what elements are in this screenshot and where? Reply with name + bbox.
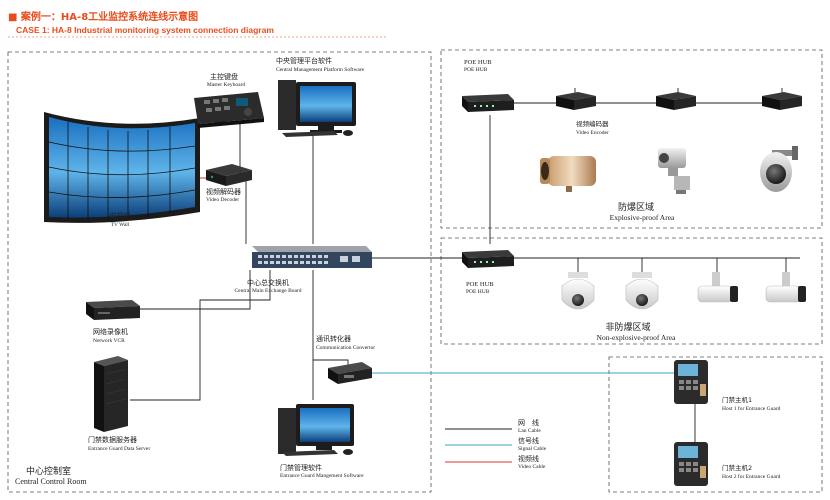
comm-convertor-label-cn: 通讯转化器 xyxy=(316,334,351,343)
dome-camera-icon xyxy=(625,272,659,310)
video-encoder-label-cn: 视频编码器 xyxy=(576,119,609,128)
video-encoder-icon xyxy=(762,92,802,110)
explosive-area-label-cn: 防爆区域 xyxy=(618,201,654,213)
non-explosive-area-label-cn: 非防爆区域 xyxy=(605,321,650,333)
entrance-guard-host-1-icon xyxy=(674,360,708,404)
host-1-label-en: Host 1 for Entrance Guard xyxy=(722,405,781,412)
guard-software-label-cn: 门禁管理软件 xyxy=(280,463,322,472)
video-encoder-icon xyxy=(556,92,596,110)
host-2-label-en: Host 2 for Entrance Guard xyxy=(722,473,781,480)
explosive-proof-zone xyxy=(440,49,823,229)
central-software-label-cn: 中央管理平台软件 xyxy=(276,56,332,65)
explosive-area-label-en: Explosive-proof Area xyxy=(610,213,675,222)
network-vcr-label-cn: 网络录像机 xyxy=(93,327,128,336)
poe-hub-1-icon xyxy=(462,94,514,112)
network-vcr-icon xyxy=(86,300,140,320)
comm-convertor-label-en: Communication Convertor xyxy=(316,345,375,351)
legend-video-en: Video Cable xyxy=(518,464,546,470)
legend-lan-cn: 网 线 xyxy=(518,418,539,427)
video-encoder-label-en: Video Encoder xyxy=(576,130,609,136)
host-1-label-cn: 门禁主机1 xyxy=(722,395,752,404)
bullet-camera-icon xyxy=(697,272,738,303)
tv-wall-label-cn: 电视墙 xyxy=(110,211,131,220)
explosion-proof-dome-camera-icon xyxy=(760,146,798,192)
central-pc-icon xyxy=(278,80,356,137)
master-keyboard-label-en: Master Keyboard xyxy=(207,82,246,88)
diagram-title-en: CASE 1: HA-8 Industrial monitoring syste… xyxy=(16,25,274,35)
main-switch-label-cn: 中心总交换机 xyxy=(247,278,289,287)
video-decoder-label-en: Video Decoder xyxy=(206,197,239,203)
network-vcr-label-en: Network VCR xyxy=(93,338,125,344)
control-room-label-cn: 中心控制室 xyxy=(26,465,71,477)
poe-hub-2-label-cn: POE HUB xyxy=(466,281,494,288)
diagram-title-cn: ■ 案例一：HA-8工业监控系统连线示意图 xyxy=(8,10,198,23)
poe-hub-1-label-cn: POE HUB xyxy=(464,59,492,66)
legend: 网 线 Lan Cable 信号线 Signal Cable 视频线 Video… xyxy=(445,418,547,470)
dome-camera-icon xyxy=(561,272,595,310)
entrance-guard-host-2-icon xyxy=(674,442,708,486)
video-decoder-label-cn: 视频解码器 xyxy=(206,187,241,196)
tv-wall-label-en: TV Wall xyxy=(111,222,130,228)
explosion-proof-ptz-camera-icon xyxy=(658,148,690,194)
guard-server-label-cn: 门禁数据服务器 xyxy=(88,435,137,444)
host-2-label-cn: 门禁主机2 xyxy=(722,463,752,472)
video-decoder-icon xyxy=(206,164,252,186)
master-keyboard-icon xyxy=(194,92,264,128)
poe-hub-2-icon xyxy=(462,250,514,268)
non-explosive-proof-zone xyxy=(440,237,823,345)
guard-server-icon xyxy=(94,356,128,432)
bullet-camera-icon xyxy=(765,272,806,303)
poe-hub-1-label-en: POE HUB xyxy=(464,67,488,73)
master-keyboard-label-cn: 主控键盘 xyxy=(210,72,238,81)
legend-video-cn: 视频线 xyxy=(518,454,539,463)
guard-software-label-en: Entrance Guard Mangement Software xyxy=(280,472,364,479)
guard-server-label-en: Entrance Guard Data Server xyxy=(88,446,150,452)
communication-convertor-icon xyxy=(328,362,372,384)
explosion-proof-bullet-camera-icon xyxy=(540,156,596,192)
legend-signal-cn: 信号线 xyxy=(518,436,539,445)
tv-wall-icon xyxy=(44,112,200,223)
central-software-label-en: Central Management Platform Software xyxy=(276,66,365,73)
poe-hub-2-label-en: POE HUB xyxy=(466,289,490,295)
legend-signal-en: Signal Cable xyxy=(518,446,547,452)
non-explosive-area-label-en: Non-explosive-proof Area xyxy=(597,333,677,342)
main-switch-label-en: Central Main Exchange Board xyxy=(234,288,301,294)
video-encoder-icon xyxy=(656,92,696,110)
legend-lan-en: Lan Cable xyxy=(518,428,541,434)
main-switch-icon xyxy=(252,246,372,268)
guard-pc-icon xyxy=(278,404,354,456)
entrance-guard-zone xyxy=(608,356,823,493)
control-room-label-en: Central Control Room xyxy=(15,477,87,486)
control-room-zone xyxy=(7,51,432,493)
